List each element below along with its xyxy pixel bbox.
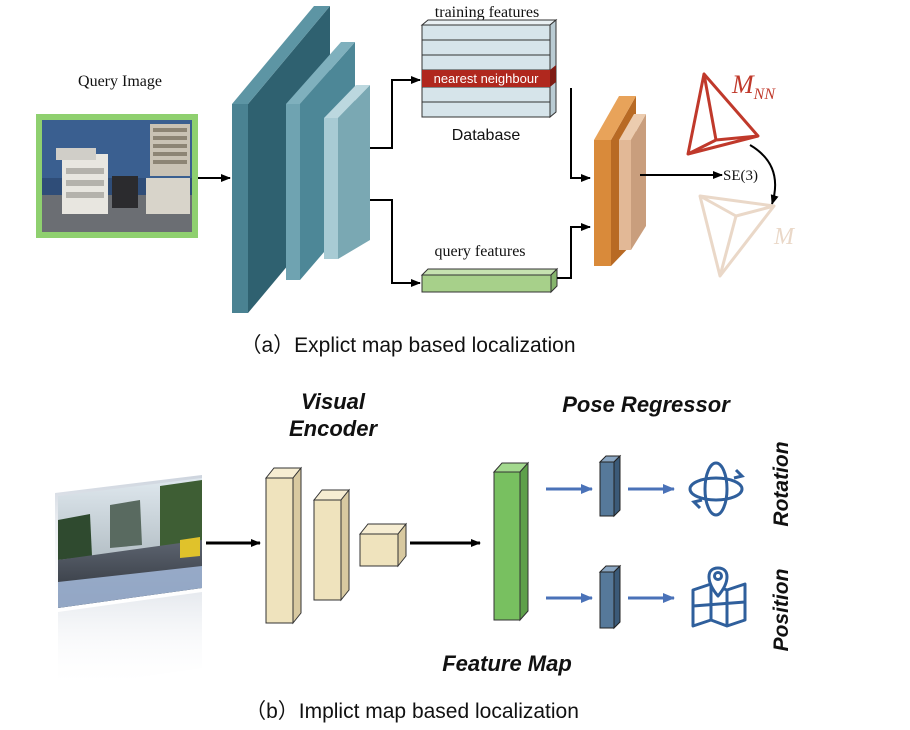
panel-b: Visual Encoder Feature Map Pose Regresso… [55,389,793,723]
panel-a: Query Image [36,4,796,357]
feature-map-block [492,461,530,622]
query-image-label: Query Image [78,73,162,90]
database-label: Database [452,127,521,144]
rotation-label: Rotation [770,441,793,526]
database-stack: nearest neighbour [420,18,558,119]
position-label: Position [770,569,793,652]
rotation-regressor-block [598,454,622,518]
caption-b: （b）Implict map based localization [245,700,579,723]
query-features-label: query features [434,243,525,260]
pose-regressor-label: Pose Regressor [562,392,731,417]
m-label: M [773,224,796,250]
visual-encoder-title-line1: Visual [301,389,366,414]
se3-label: SE(3) [723,168,758,184]
pose-pyramid-m [698,194,776,278]
nearest-neighbour-label: nearest neighbour [434,71,539,86]
caption-a: （a）Explict map based localization [241,334,576,357]
rotation-icon [688,461,745,517]
position-regressor-block [598,564,622,630]
pose-pyramid-mnn [686,72,760,156]
map-pin-icon [691,566,747,628]
mnn-label: MNN [731,70,776,103]
query-features-block [420,267,559,294]
visual-encoder [264,466,408,625]
fusion-block [594,96,646,266]
query-image [36,114,198,238]
visual-encoder-title-line2: Encoder [289,416,378,441]
nearest-neighbour-row [422,70,550,87]
street-image [55,475,202,690]
cnn-encoder [232,6,370,313]
feature-map-label: Feature Map [442,651,572,676]
training-features-label: training features [435,4,539,21]
